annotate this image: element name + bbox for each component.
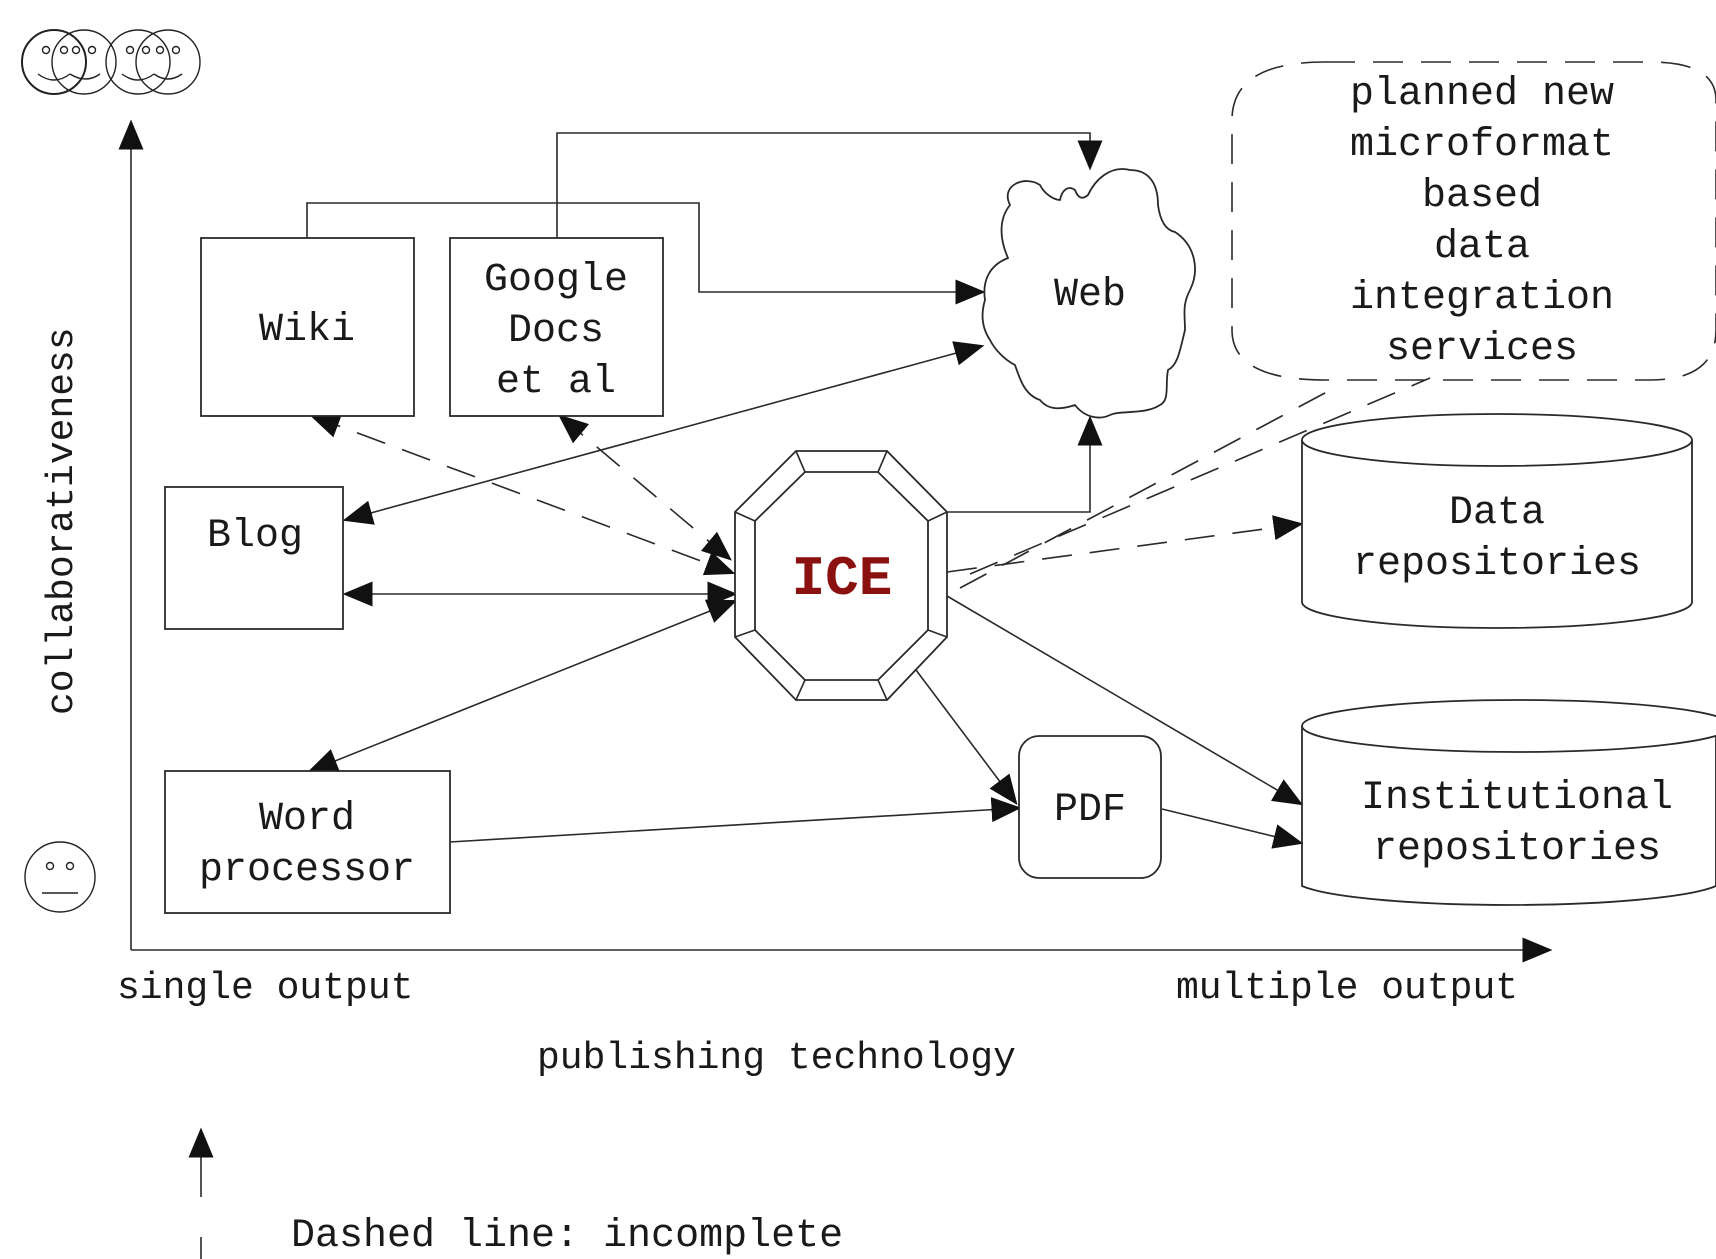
wiki-ice-dashed-line <box>309 413 736 576</box>
ice-node: ICE <box>734 450 948 701</box>
word-processor-label-line-1: Word <box>259 797 355 842</box>
x-axis-right-label: multiple output <box>1176 967 1518 1010</box>
google-docs-label-line-3: et al <box>496 360 616 405</box>
x-axis-title: publishing technology <box>537 1037 1016 1080</box>
wiki-node: Wiki <box>200 237 415 417</box>
google-docs-label-line-2: Docs <box>508 309 604 354</box>
pdf-to-inst-line <box>1161 808 1304 849</box>
gdocs-ice-dashed-line <box>558 414 732 561</box>
planned-services-label-line-2: microformat <box>1350 123 1614 168</box>
ice-to-web-line <box>947 415 1103 513</box>
institutional-repositories-label-line-2: repositories <box>1373 827 1661 872</box>
legend: Dashed line: incomplete <box>188 1127 843 1259</box>
ice-label: ICE <box>792 547 893 611</box>
neutral-face-icon <box>24 841 96 913</box>
google-docs-node: Google Docs et al <box>449 237 664 417</box>
word-to-pdf-line <box>449 797 1022 843</box>
google-docs-label-line-1: Google <box>484 258 628 303</box>
planned-services-label-line-4: data <box>1434 225 1530 270</box>
data-repositories-label-line-1: Data <box>1449 491 1545 536</box>
planned-services-label-line-3: based <box>1422 174 1542 219</box>
web-node: Web <box>981 168 1196 419</box>
word-ice-line <box>307 599 738 773</box>
ice-to-inst-line <box>946 595 1304 806</box>
ice-to-services-dashed-line-1 <box>959 385 1339 589</box>
planned-services-label-line-6: services <box>1386 327 1578 372</box>
blog-node: Blog <box>164 486 344 630</box>
planned-services-node: planned new microformat based data integ… <box>1231 61 1716 381</box>
ice-to-services-dashed-line-2 <box>969 377 1431 575</box>
word-processor-node: Word processor <box>164 770 451 914</box>
wiki-label: Wiki <box>259 308 355 353</box>
institutional-repositories-label-line-1: Institutional <box>1361 776 1673 821</box>
ice-to-data-dashed-line <box>946 515 1304 573</box>
data-repositories-node: Data repositories <box>1301 413 1693 629</box>
ice-to-pdf-line <box>912 665 1018 805</box>
institutional-repositories-node: Institutional repositories <box>1301 699 1716 906</box>
word-processor-label-line-2: processor <box>199 848 415 893</box>
web-label: Web <box>1054 273 1126 318</box>
legend-label: Dashed line: incomplete <box>291 1214 843 1259</box>
dashed-connectors <box>309 377 1431 589</box>
cloud-shape <box>981 168 1196 419</box>
planned-services-label-line-5: integration <box>1350 276 1614 321</box>
group-faces-icon <box>21 29 201 95</box>
pdf-label: PDF <box>1054 788 1126 833</box>
wiki-to-web-line <box>306 202 986 305</box>
pdf-node: PDF <box>1018 735 1162 879</box>
blog-label: Blog <box>207 514 303 559</box>
y-axis-label: collaborativeness <box>41 327 84 715</box>
data-repositories-label-line-2: repositories <box>1353 542 1641 587</box>
gdocs-to-web-line <box>556 132 1103 238</box>
planned-services-label-line-1: planned new <box>1350 72 1614 117</box>
x-axis-left-label: single output <box>117 967 413 1010</box>
